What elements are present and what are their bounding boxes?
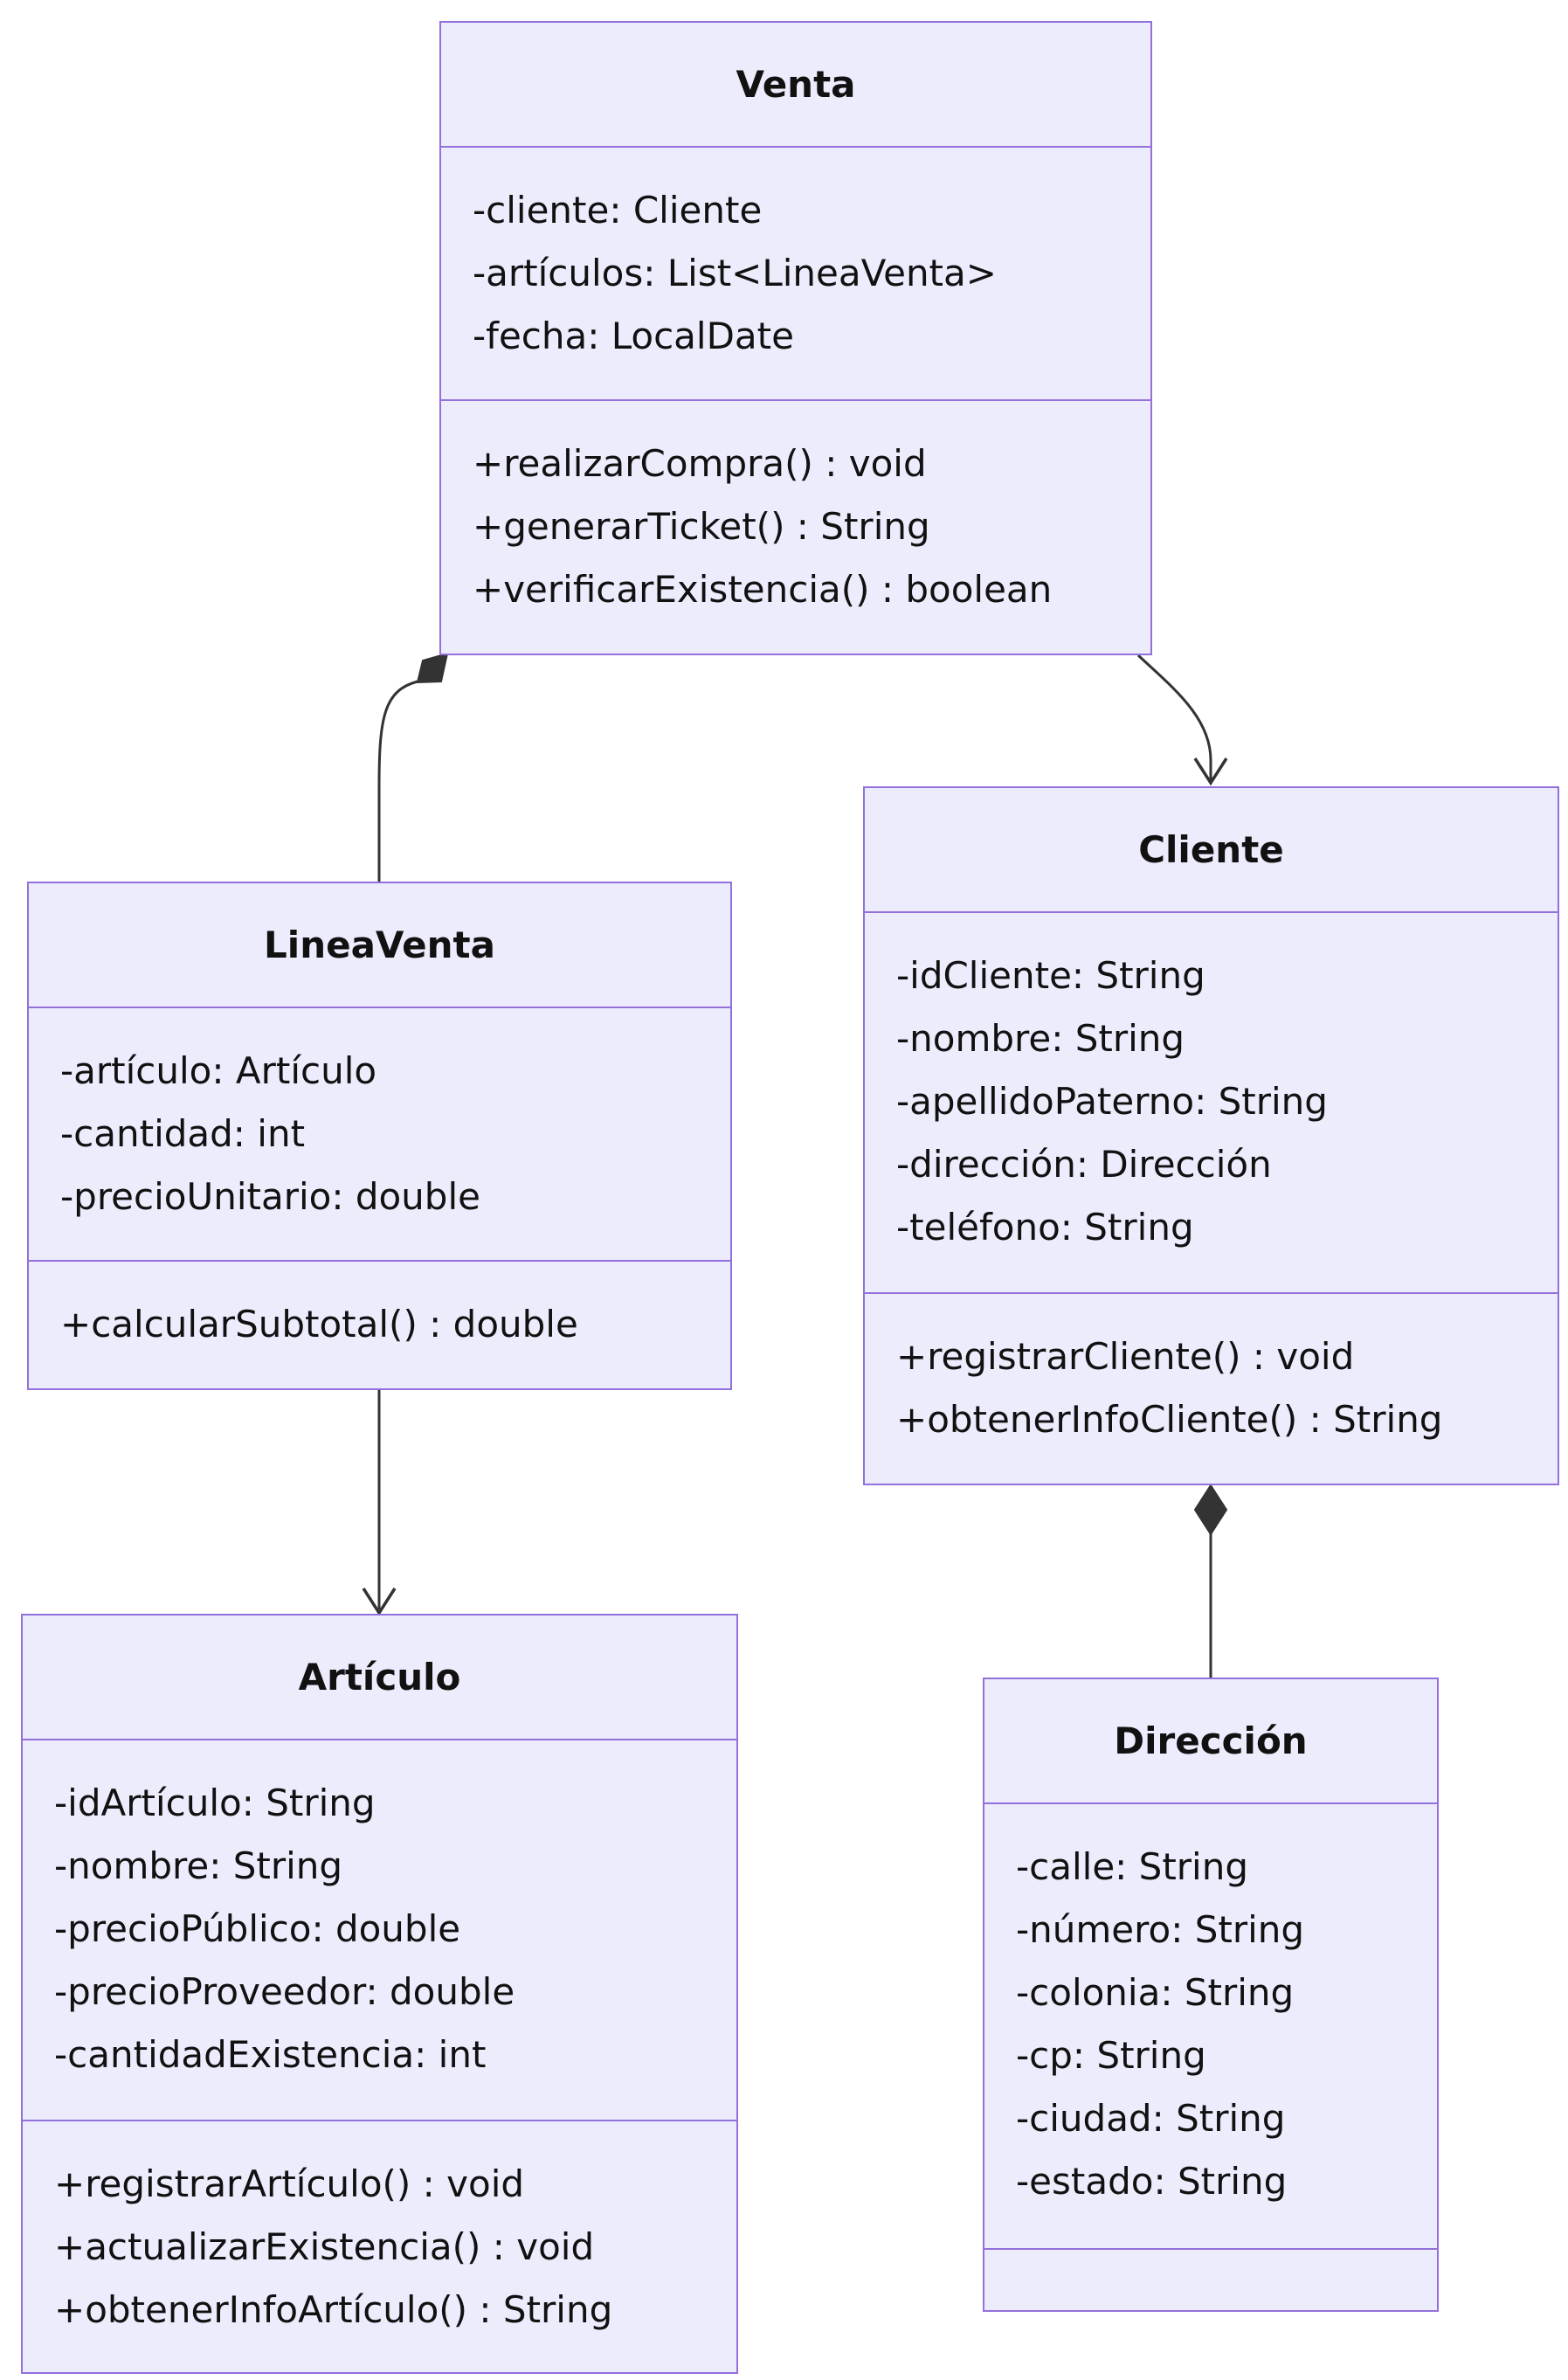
attributes-section: -artículo: Artículo -cantidad: int -prec… <box>29 1008 730 1262</box>
attribute: -estado: String <box>1016 2160 1288 2203</box>
attribute: -precioProveedor: double <box>54 1970 515 2013</box>
attribute: -teléfono: String <box>896 1206 1194 1249</box>
class-name: Cliente <box>865 788 1558 913</box>
edge-venta-lineaventa <box>377 680 418 882</box>
method: +realizarCompra() : void <box>473 442 927 485</box>
attribute: -número: String <box>1016 1908 1305 1951</box>
arrowhead-cliente <box>1193 758 1228 786</box>
attribute: -fecha: LocalDate <box>473 315 794 357</box>
attributes-section: -idArtículo: String -nombre: String -pre… <box>23 1740 736 2121</box>
attributes-section: -idCliente: String -nombre: String -apel… <box>865 913 1558 1294</box>
method: +registrarCliente() : void <box>896 1335 1355 1378</box>
method: +actualizarExistencia() : void <box>54 2225 595 2268</box>
methods-section: +realizarCompra() : void +generarTicket(… <box>441 401 1150 621</box>
class-lineaventa: LineaVenta -artículo: Artículo -cantidad… <box>27 882 732 1390</box>
attribute: -idCliente: String <box>896 954 1205 997</box>
method: +generarTicket() : String <box>473 505 930 548</box>
attribute: -precioUnitario: double <box>60 1175 480 1218</box>
methods-section: +registrarCliente() : void +obtenerInfoC… <box>865 1294 1558 1451</box>
method: +registrarArtículo() : void <box>54 2162 525 2205</box>
attribute: -artículos: List<LineaVenta> <box>473 252 997 294</box>
attribute: -artículo: Artículo <box>60 1049 377 1092</box>
class-name: Artículo <box>23 1615 736 1740</box>
methods-section: +registrarArtículo() : void +actualizarE… <box>23 2121 736 2342</box>
attribute: -nombre: String <box>54 1844 343 1887</box>
class-name: Dirección <box>984 1679 1437 1804</box>
attribute: -idArtículo: String <box>54 1782 376 1824</box>
class-name: LineaVenta <box>29 883 730 1008</box>
attributes-section: -calle: String -número: String -colonia:… <box>984 1804 1437 2250</box>
attribute: -precioPúblico: double <box>54 1907 461 1950</box>
method: +verificarExistencia() : boolean <box>473 568 1053 611</box>
attributes-section: -cliente: Cliente -artículos: List<Linea… <box>441 148 1150 401</box>
class-direccion: Dirección -calle: String -número: String… <box>983 1678 1439 2312</box>
attribute: -colonia: String <box>1016 1971 1295 2014</box>
composition-diamond-cliente <box>1193 1484 1228 1536</box>
attribute: -cliente: Cliente <box>473 189 763 232</box>
attribute: -apellidoPaterno: String <box>896 1080 1328 1123</box>
attribute: -dirección: Dirección <box>896 1143 1272 1186</box>
composition-diamond-venta <box>416 652 449 684</box>
attribute: -ciudad: String <box>1016 2097 1286 2140</box>
edge-venta-cliente <box>1136 654 1212 780</box>
method: +obtenerInfoArtículo() : String <box>54 2288 613 2331</box>
arrowhead-articulo <box>362 1588 397 1616</box>
method: +calcularSubtotal() : double <box>60 1303 578 1346</box>
attribute: -cantidadExistencia: int <box>54 2033 487 2076</box>
class-venta: Venta -cliente: Cliente -artículos: List… <box>439 21 1152 655</box>
method: +obtenerInfoCliente() : String <box>896 1398 1443 1441</box>
class-cliente: Cliente -idCliente: String -nombre: Stri… <box>863 786 1559 1485</box>
attribute: -cantidad: int <box>60 1112 306 1155</box>
attribute: -nombre: String <box>896 1017 1185 1060</box>
attribute: -cp: String <box>1016 2034 1206 2077</box>
attribute: -calle: String <box>1016 1845 1249 1888</box>
methods-section: +calcularSubtotal() : double <box>29 1262 730 1356</box>
class-name: Venta <box>441 23 1150 148</box>
class-articulo: Artículo -idArtículo: String -nombre: St… <box>21 1614 738 2374</box>
